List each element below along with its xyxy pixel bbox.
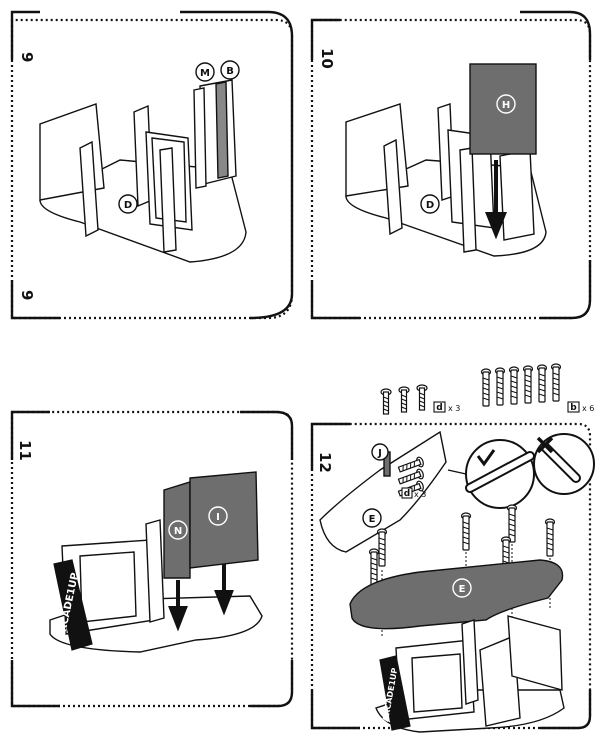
svg-text:M: M: [200, 68, 210, 79]
part-label-h: H: [496, 94, 516, 114]
cabinet-base-drawing: [39, 79, 247, 263]
part-label-m: M: [195, 62, 215, 82]
arcade1up-side-art: ARCADE1UP: [379, 655, 411, 731]
step-number: 9: [18, 52, 36, 62]
step-number: 11: [16, 440, 34, 461]
svg-text:E: E: [369, 514, 376, 525]
svg-text:H: H: [502, 100, 510, 111]
svg-text:N: N: [174, 526, 182, 537]
step-number: 10: [318, 48, 336, 69]
step-number: 9: [18, 290, 36, 300]
svg-text:E: E: [459, 584, 466, 595]
svg-text:B: B: [226, 66, 234, 77]
part-label-i: I: [208, 506, 228, 526]
panel-h: [469, 63, 537, 155]
down-arrow: [485, 160, 507, 240]
panels-n-i: [163, 471, 259, 579]
cabinet-drawing: [49, 519, 263, 653]
part-label-e: E: [362, 508, 382, 528]
svg-text:D: D: [426, 200, 434, 211]
step-12-panel: 12 d x 3 b x 6 J: [310, 363, 595, 733]
step-10-panel: 10 H D: [310, 10, 592, 320]
svg-text:D: D: [124, 200, 132, 211]
part-label-e: E: [452, 578, 472, 598]
down-arrow: [168, 580, 188, 632]
svg-text:d: d: [404, 489, 410, 499]
svg-text:I: I: [216, 512, 220, 523]
svg-text:d: d: [436, 403, 442, 413]
down-arrow: [214, 564, 234, 616]
step-9-panel: 9 9 M B D: [10, 10, 294, 320]
part-label-d: D: [118, 194, 138, 214]
svg-text:J: J: [377, 448, 382, 459]
cross-icon: [536, 436, 554, 454]
step-number: 12: [316, 452, 334, 473]
part-label-d: D: [420, 194, 440, 214]
callout-screws-d: d x 3: [397, 455, 426, 499]
hardware-screws-b: b x 6: [480, 363, 594, 413]
svg-text:x 3: x 3: [414, 490, 426, 499]
part-label-b: B: [220, 60, 240, 80]
hardware-screws-d: d x 3: [380, 384, 460, 415]
part-label-j: J: [371, 443, 389, 461]
svg-text:b: b: [570, 403, 577, 413]
correct-orientation-callout: [447, 439, 535, 509]
step-11-panel: 11 ARCADE1UP N I: [10, 410, 294, 708]
cabinet-drawing: [375, 615, 565, 733]
check-icon: [476, 449, 496, 467]
svg-text:x 3: x 3: [448, 404, 460, 413]
part-label-n: N: [168, 520, 188, 540]
svg-text:x 6: x 6: [582, 404, 594, 413]
incorrect-orientation-callout: [533, 433, 595, 495]
